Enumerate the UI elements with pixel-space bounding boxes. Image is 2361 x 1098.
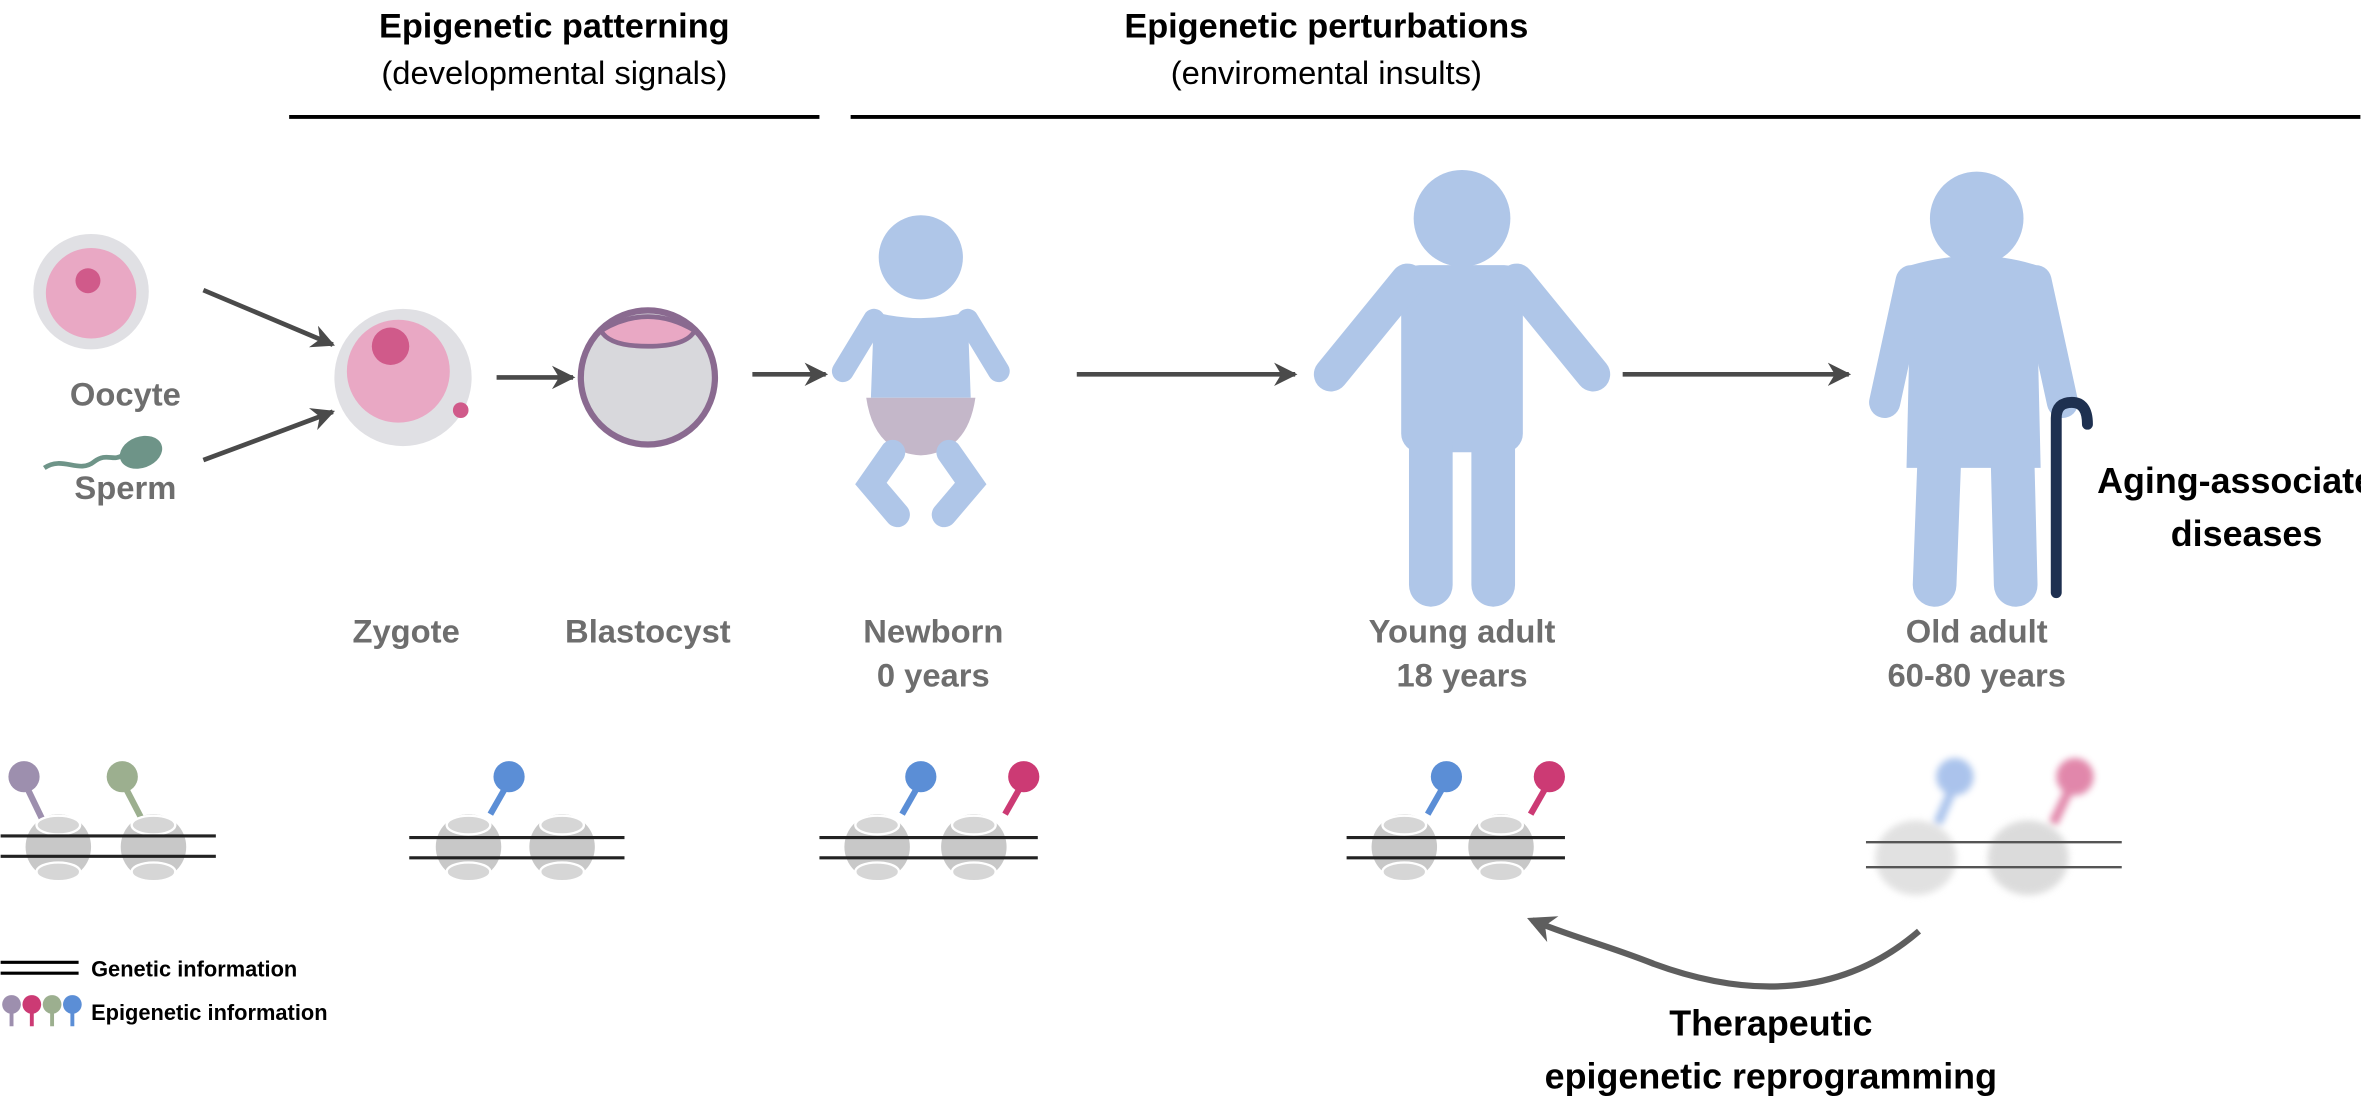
young-adult-age: 18 years bbox=[1396, 656, 1527, 693]
old-adult-label: Old adult bbox=[1906, 613, 2048, 650]
oocyte-cell bbox=[33, 233, 149, 350]
old-adult-age: 60-80 years bbox=[1887, 656, 2065, 693]
zygote-label: Zygote bbox=[352, 613, 459, 650]
blastocyst-cell bbox=[577, 307, 719, 448]
chromatin-blastocyst bbox=[409, 761, 625, 883]
old-adult-figure bbox=[1869, 171, 2093, 607]
newborn-label: Newborn bbox=[863, 613, 1003, 650]
aging-diseases-line2: diseases bbox=[2171, 514, 2323, 554]
patterning-title: Epigenetic patterning bbox=[379, 7, 730, 45]
chromatin-newborn bbox=[819, 761, 1040, 883]
zygote-cell bbox=[334, 308, 472, 447]
legend-genetic: Genetic information bbox=[91, 956, 297, 981]
perturbations-subtitle: (enviromental insults) bbox=[1171, 54, 1482, 91]
chromatin-old-adult-eroded bbox=[1865, 757, 2122, 896]
reprogramming-arrow bbox=[1527, 916, 1922, 990]
arrow-sperm-zygote bbox=[202, 408, 336, 463]
perturbations-header: Epigenetic perturbations (enviromental i… bbox=[850, 7, 2361, 119]
epigenetic-marks-icon bbox=[2, 995, 82, 1027]
arrow-oocyte-zygote bbox=[202, 287, 335, 348]
oocyte-label: Oocyte bbox=[70, 376, 181, 413]
legend: Genetic information Epigenetic informati… bbox=[0, 956, 328, 1027]
newborn-figure bbox=[831, 215, 1010, 528]
blastocyst-label: Blastocyst bbox=[565, 613, 731, 650]
chromatin-young-adult bbox=[1346, 761, 1565, 883]
perturbations-title: Epigenetic perturbations bbox=[1124, 7, 1528, 45]
patterning-header: Epigenetic patterning (developmental sig… bbox=[289, 7, 820, 119]
sperm-label: Sperm bbox=[74, 469, 176, 506]
young-adult-label: Young adult bbox=[1369, 613, 1556, 650]
legend-epigenetic: Epigenetic information bbox=[91, 1000, 328, 1025]
newborn-age: 0 years bbox=[877, 656, 990, 693]
chromatin-gametes bbox=[0, 761, 216, 883]
young-adult-figure bbox=[1313, 170, 1611, 607]
therapy-line2: epigenetic reprogramming bbox=[1545, 1057, 1997, 1097]
sperm-cell bbox=[42, 435, 163, 470]
aging-diseases-line1: Aging-associated bbox=[2097, 461, 2361, 501]
therapy-line1: Therapeutic bbox=[1669, 1004, 1872, 1044]
cane-icon bbox=[2050, 396, 2093, 599]
patterning-subtitle: (developmental signals) bbox=[381, 54, 727, 91]
